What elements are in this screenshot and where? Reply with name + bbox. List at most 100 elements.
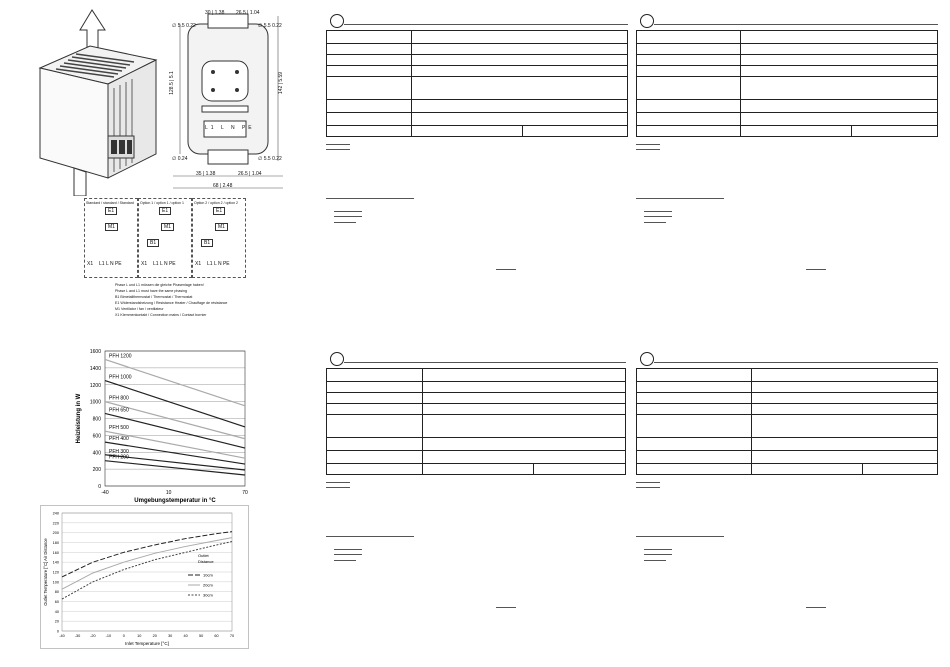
table-row <box>636 437 938 451</box>
table-cell <box>326 381 423 393</box>
table-row <box>326 392 626 404</box>
x-tick-label: 70 <box>230 634 234 638</box>
dim-label-top-1: 30 | 1.38 <box>205 10 225 16</box>
table-row <box>636 414 938 438</box>
table-cell <box>636 30 741 44</box>
table-cell <box>751 437 938 451</box>
table-cell <box>636 381 752 393</box>
text-line-placeholder <box>326 482 350 483</box>
text-line-placeholder <box>326 198 414 199</box>
y-tick-label: 1200 <box>90 383 101 389</box>
x-tick-label: -20 <box>90 634 96 638</box>
table-cell <box>740 99 938 113</box>
text-line-placeholder <box>334 222 356 223</box>
y-tick-label: 0 <box>57 630 59 634</box>
series-label: PFH 800 <box>109 396 129 402</box>
table-cell <box>636 392 752 404</box>
table-cell <box>411 125 523 137</box>
text-line-placeholder <box>326 144 350 145</box>
table-cell <box>326 368 423 382</box>
text-line-placeholder <box>636 536 724 537</box>
legend-line: E1 Widerstandsheizung / Resistance Heate… <box>115 301 228 305</box>
text-line-placeholder <box>334 216 362 217</box>
legend-line: M1 Ventilator / fan / ventilateur <box>115 307 164 311</box>
label-x1: X1 <box>87 261 94 267</box>
label-e1: E1 <box>159 207 172 215</box>
table-cell <box>636 463 752 475</box>
dimension-drawing <box>173 13 283 189</box>
spec-table <box>636 368 938 475</box>
dim-label-top-2: 26.5 | 1.04 <box>236 10 260 16</box>
table-cell <box>411 43 628 55</box>
table-cell <box>751 403 938 415</box>
x-tick-label: 40 <box>184 634 188 638</box>
table-row <box>636 463 938 475</box>
text-line-placeholder <box>644 216 672 217</box>
y-tick-label: 180 <box>53 541 59 545</box>
x-axis-label: Umgebungstemperatur in °C <box>134 498 216 504</box>
product-illustration <box>38 9 158 196</box>
plot-frame <box>61 512 233 632</box>
wiring-option-2: Option 2 / option 2 / option 2 E1 M1 B1 … <box>192 198 246 278</box>
label-m1: M1 <box>215 223 228 231</box>
spec-table <box>326 368 626 475</box>
table-cell <box>411 65 628 77</box>
signature-line-placeholder <box>496 607 516 608</box>
wiring-option-title: Option 2 / option 2 / option 2 <box>194 201 238 205</box>
text-line-placeholder <box>326 536 414 537</box>
dim-label-hole-right: ∅ 5.5 0.22 <box>258 23 282 29</box>
table-cell <box>411 99 628 113</box>
legend-title: Distance <box>198 559 214 564</box>
text-line-placeholder <box>334 549 362 550</box>
table-cell <box>533 463 626 475</box>
text-line-placeholder <box>636 482 660 483</box>
x-tick-label: 0 <box>123 634 125 638</box>
table-cell <box>751 368 938 382</box>
table-cell <box>636 112 741 126</box>
table-cell <box>411 54 628 66</box>
y-tick-label: 100 <box>53 580 59 584</box>
table-cell <box>740 76 938 100</box>
dim-label-height-2: 142 | 5.59 <box>278 71 285 95</box>
x-tick-label: -10 <box>106 634 112 638</box>
table-cell <box>862 463 938 475</box>
table-row <box>636 99 938 113</box>
series-line <box>104 412 246 449</box>
table-row <box>636 450 938 464</box>
y-tick-label: 1400 <box>90 366 101 372</box>
text-line-placeholder <box>636 144 660 145</box>
table-row <box>326 381 626 393</box>
table-cell <box>751 392 938 404</box>
wiring-option-title: Option 1 / option 1 / option 1 <box>140 201 184 205</box>
terminal-labels: L1 L N PE <box>205 125 255 131</box>
x-tick-label: -40 <box>101 490 108 496</box>
x-tick-label: 70 <box>242 490 248 496</box>
label-terminals: L1 L N PE <box>153 261 176 267</box>
table-row <box>326 463 626 475</box>
x-tick-label: -40 <box>59 634 65 638</box>
table-cell <box>751 463 863 475</box>
series-line <box>61 541 233 600</box>
label-e1: E1 <box>213 207 226 215</box>
signature-line-placeholder <box>806 607 826 608</box>
table-cell <box>751 414 938 438</box>
dim-label-hole-left: ∅ 5.5 0.22 <box>172 23 196 29</box>
table-row <box>326 30 628 44</box>
series-line <box>104 460 246 476</box>
series-line <box>104 401 246 440</box>
table-cell <box>422 392 626 404</box>
text-line-placeholder <box>644 211 672 212</box>
table-row <box>636 403 938 415</box>
language-marker-circle <box>330 352 344 366</box>
dim-label-bottom-5: 68 | 2.48 <box>213 183 233 189</box>
table-row <box>326 54 628 66</box>
table-cell <box>751 450 938 464</box>
wiring-diagram-panel: Standard / standard / Standard E1 M1 X1 … <box>84 198 246 278</box>
chart-border <box>40 505 249 649</box>
table-row <box>326 112 628 126</box>
legend-line: B1 Bimetallthermostat / Thermostat / The… <box>115 295 193 299</box>
panel-rule <box>344 24 628 25</box>
table-cell <box>422 368 626 382</box>
table-cell <box>326 403 423 415</box>
text-line-placeholder <box>326 149 350 150</box>
